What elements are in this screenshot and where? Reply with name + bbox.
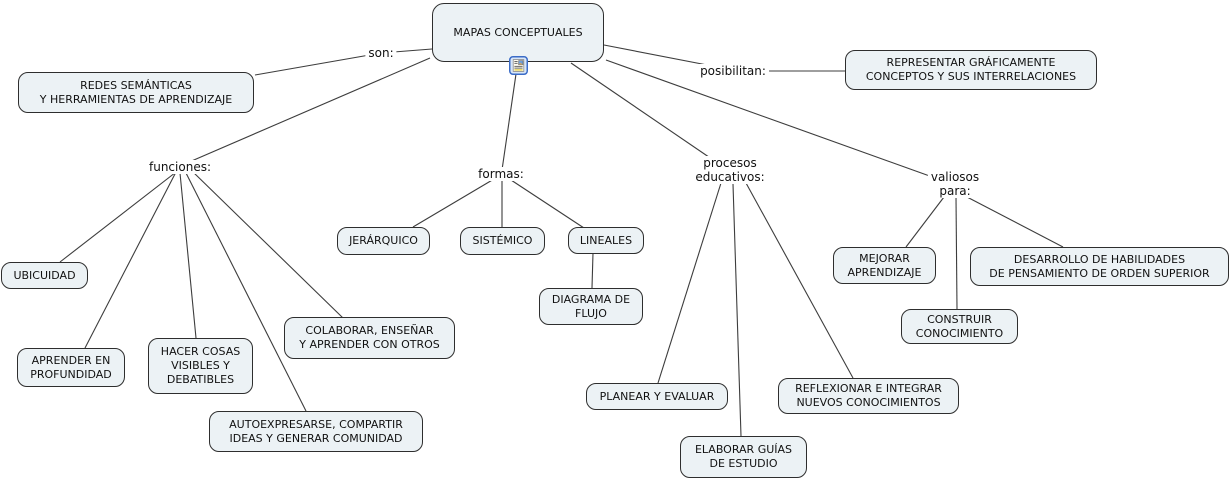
link-label-posibilitan[interactable]: posibilitan: (697, 64, 769, 78)
node-diagrama-de-flujo[interactable]: DIAGRAMA DE FLUJO (539, 288, 643, 325)
node-reflexionar-integrar[interactable]: REFLEXIONAR E INTEGRAR NUEVOS CONOCIMIEN… (778, 378, 959, 414)
node-sistemico[interactable]: SISTÉMICO (460, 227, 545, 255)
link-label-funciones[interactable]: funciones: (146, 160, 214, 174)
link-label-formas[interactable]: formas: (475, 167, 527, 181)
node-desarrollo-habilidades[interactable]: DESARROLLO DE HABILIDADES DE PENSAMIENTO… (970, 247, 1229, 286)
node-aprender-en-profundidad[interactable]: APRENDER EN PROFUNDIDAD (17, 348, 125, 387)
node-mejorar-aprendizaje[interactable]: MEJORAR APRENDIZAJE (833, 247, 936, 284)
node-autoexpresarse[interactable]: AUTOEXPRESARSE, COMPARTIR IDEAS Y GENERA… (209, 411, 423, 452)
node-lineales[interactable]: LINEALES (568, 227, 644, 254)
node-jerarquico[interactable]: JERÁRQUICO (337, 227, 430, 255)
document-image-resource-icon[interactable] (509, 56, 528, 75)
node-planear-y-evaluar[interactable]: PLANEAR Y EVALUAR (586, 383, 728, 410)
node-construir-conocimiento[interactable]: CONSTRUIR CONOCIMIENTO (901, 309, 1018, 344)
node-mapas-conceptuales[interactable]: MAPAS CONCEPTUALES (432, 3, 604, 62)
link-label-valiosos-para[interactable]: valiosos para: (927, 170, 983, 198)
node-ubicuidad[interactable]: UBICUIDAD (1, 262, 88, 289)
node-redes-semanticas[interactable]: REDES SEMÁNTICAS Y HERRAMIENTAS DE APREN… (18, 72, 254, 113)
node-hacer-cosas-visibles[interactable]: HACER COSAS VISIBLES Y DEBATIBLES (148, 338, 253, 394)
node-representar-graficamente[interactable]: REPRESENTAR GRÁFICAMENTE CONCEPTOS Y SUS… (845, 50, 1097, 90)
link-label-son[interactable]: son: (365, 46, 397, 60)
link-label-procesos-educativos[interactable]: procesos educativos: (692, 156, 768, 184)
node-elaborar-guias[interactable]: ELABORAR GUÍAS DE ESTUDIO (680, 436, 807, 478)
node-colaborar-ensenar[interactable]: COLABORAR, ENSEÑAR Y APRENDER CON OTROS (284, 317, 455, 359)
